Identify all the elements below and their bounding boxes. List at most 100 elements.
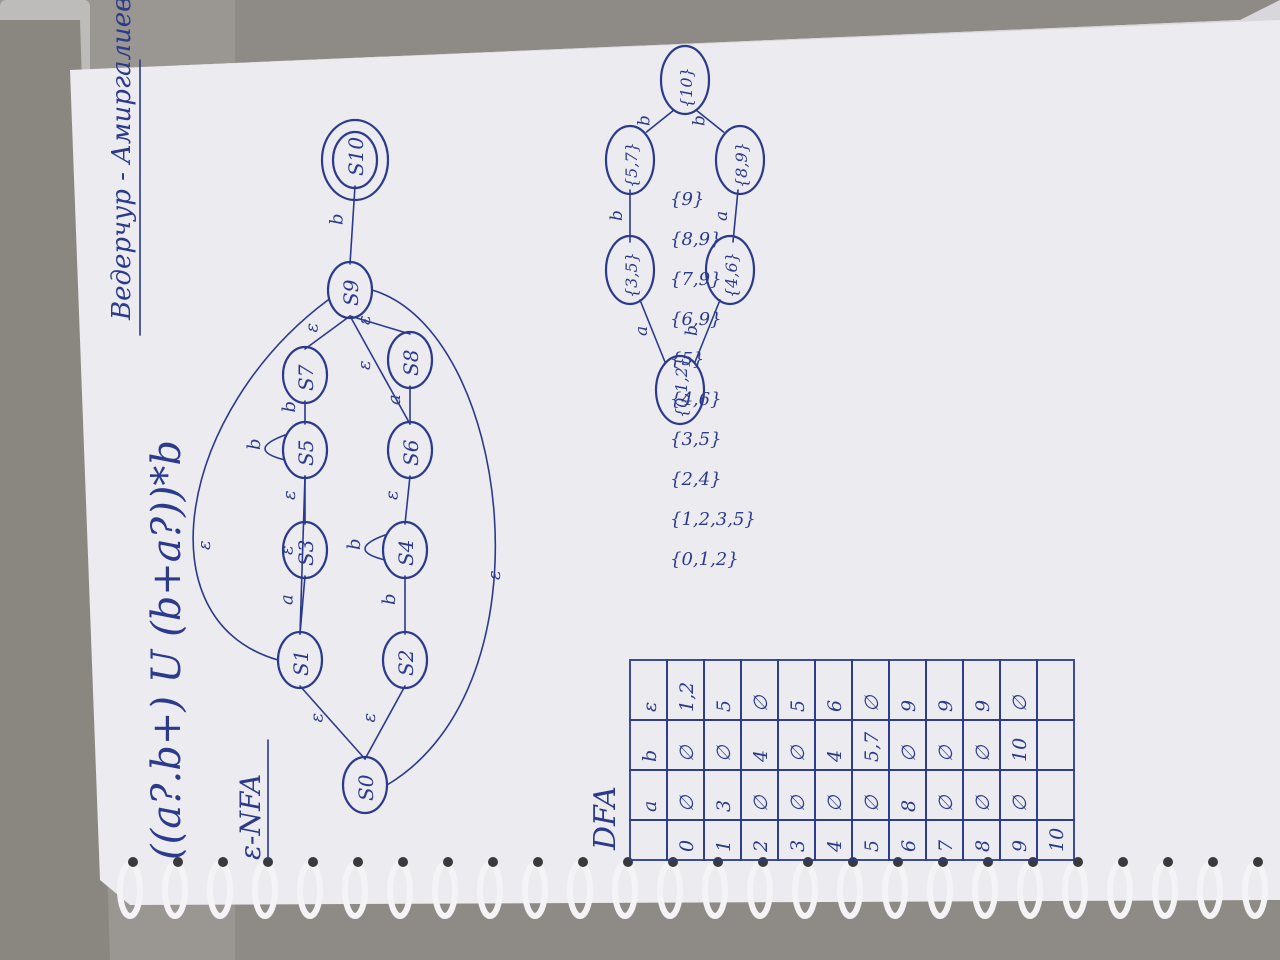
table-cell-text: 4 (824, 840, 846, 853)
table-cell-text: 5,7 (861, 731, 883, 762)
nfa-transition (349, 315, 411, 425)
spiral-hole (533, 857, 543, 867)
closure-item: {3,5} (670, 429, 722, 450)
nfa-transition (299, 475, 306, 635)
table-cell-text: 8 (898, 800, 920, 812)
nfa-transition (349, 185, 356, 265)
dfa-state (654, 354, 706, 426)
nfa-transition (371, 289, 497, 786)
table-cell-text: ∅ (676, 794, 698, 812)
spiral-hole (1208, 857, 1218, 867)
nfa-state-label: S1 (289, 650, 313, 676)
transition-table: abε0∅∅1,213∅52∅4∅3∅∅54∅465∅5,7∅68∅97∅∅98… (629, 659, 1075, 861)
dfa-state (714, 124, 766, 196)
closure-item: {6,9} (670, 309, 722, 330)
table-cell-text: 6 (898, 840, 920, 852)
nfa-transition-label: b (344, 538, 365, 550)
dfa-transition (695, 109, 725, 133)
table-cell-text: ∅ (972, 744, 994, 762)
table-cell-text: 2 (750, 840, 772, 853)
table-cell-text: ε (639, 702, 661, 712)
table-cell-text: 1,2 (676, 682, 698, 712)
nfa-state-label: S0 (354, 774, 378, 801)
spiral-hole (308, 857, 318, 867)
enfa-heading: ε-NFA (234, 774, 267, 860)
table-cell (1036, 659, 1075, 721)
spiral-hole (623, 857, 633, 867)
dfa-state-label: {10} (677, 67, 696, 108)
nfa-transition (349, 315, 411, 335)
nfa-transition (364, 685, 406, 760)
table-cell-text: 5 (713, 700, 735, 712)
nfa-transition (192, 299, 329, 661)
table-cell-text: 1 (713, 840, 735, 852)
table-cell-text: ∅ (787, 794, 809, 812)
spiral-hole (263, 857, 273, 867)
table-cell-text: 9 (935, 700, 957, 712)
dfa-transition-label: b (635, 115, 655, 126)
closure-item: {2,4} (670, 469, 722, 490)
table-cell-text: 4 (750, 750, 772, 763)
spiral-hole (128, 857, 138, 867)
dfa-transition-label: a (632, 326, 652, 336)
nfa-transition-label: ε (279, 490, 300, 500)
spiral-hole (713, 857, 723, 867)
table-cell-text: 10 (1046, 828, 1068, 852)
closure-item: {9} (670, 189, 704, 210)
nfa-accept-ring (320, 118, 390, 202)
closure-item: {1,2,3,5} (670, 509, 756, 530)
spiral-hole (983, 857, 993, 867)
nfa-transition-label: b (244, 438, 265, 450)
spiral-hole (1073, 857, 1083, 867)
nfa-transition-label: ε (194, 540, 215, 550)
spiral-hole (938, 857, 948, 867)
spiral-hole (1253, 857, 1263, 867)
table-cell-text: ∅ (750, 694, 772, 712)
nfa-transition-label: ε (307, 713, 328, 723)
spiral-hole (443, 857, 453, 867)
spiral-hole (578, 857, 588, 867)
nfa-transition-label: b (279, 401, 300, 413)
spiral-hole (353, 857, 363, 867)
nfa-transition-label: ε (359, 713, 380, 723)
table-cell-text: ∅ (750, 794, 772, 812)
table-cell-text: 9 (1009, 840, 1031, 852)
regex-text: ((a?.b+) U (b+a?))*b (144, 440, 190, 860)
table-cell-text: 6 (824, 700, 846, 712)
closure-item: {0,1,2} (670, 549, 739, 570)
dfa-transition (732, 189, 739, 243)
nfa-state-label: S8 (399, 350, 423, 376)
table-cell-text: ∅ (787, 744, 809, 762)
dfa-transition (694, 299, 721, 363)
table-cell-text: ∅ (676, 744, 698, 762)
table-cell-text: 7 (935, 839, 957, 852)
nfa-transition-label: ε (354, 315, 375, 325)
nfa-transition-label: ε (484, 570, 505, 580)
dfa-transition-label: b (690, 115, 710, 126)
table-cell-text: 8 (972, 840, 994, 852)
nfa-state-label: S3 (294, 540, 318, 566)
nfa-state-label: S6 (399, 439, 423, 466)
table-cell-text: 3 (713, 800, 735, 812)
spiral-hole (488, 857, 498, 867)
dfa-heading: DFA (588, 786, 623, 851)
table-cell-text: ∅ (1009, 794, 1031, 812)
table-cell-text: 10 (1009, 738, 1031, 762)
spiral-hole (668, 857, 678, 867)
nfa-transition-label: ε (354, 360, 375, 370)
nfa-transition-label: a (277, 594, 298, 605)
table-cell-text: ∅ (1009, 694, 1031, 712)
nfa-state-label: S9 (339, 279, 363, 306)
spiral-binding (117, 857, 1268, 919)
table-cell-text: ∅ (972, 794, 994, 812)
nfa-state-label: S10 (344, 137, 368, 176)
dfa-transition (645, 109, 675, 133)
nfa-state-label: S7 (294, 364, 318, 391)
table-cell-text: ∅ (898, 744, 920, 762)
spiral-hole (173, 857, 183, 867)
nfa-transition-label: a (384, 394, 405, 405)
nfa-transition-label: b (379, 593, 400, 605)
dfa-state-label: {5,7} (622, 142, 641, 188)
